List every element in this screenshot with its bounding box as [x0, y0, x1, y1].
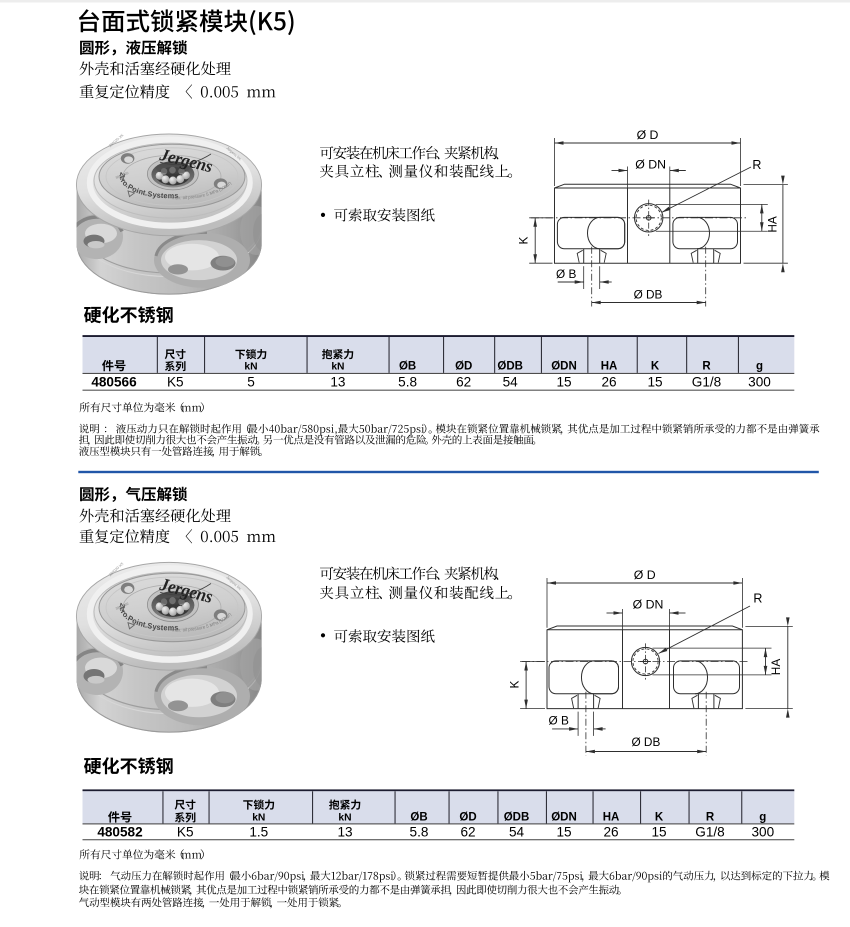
- svg-text:G1/8: G1/8: [692, 374, 721, 389]
- svg-text:15: 15: [647, 374, 662, 389]
- svg-text:ØDN: ØDN: [551, 360, 577, 372]
- svg-text:kN: kN: [338, 813, 351, 824]
- svg-text:K: K: [651, 360, 660, 372]
- svg-text:kN: kN: [331, 361, 344, 372]
- svg-text:ØDB: ØDB: [504, 812, 530, 824]
- svg-text:Ø B: Ø B: [549, 714, 569, 728]
- svg-text:5.8: 5.8: [398, 374, 417, 389]
- svg-text:15: 15: [556, 825, 571, 840]
- svg-text:ØD: ØD: [455, 360, 472, 372]
- svg-text:HA: HA: [769, 659, 783, 676]
- svg-text:HA: HA: [766, 216, 780, 233]
- svg-text:62: 62: [456, 374, 471, 389]
- svg-text:R: R: [702, 360, 711, 372]
- svg-text:1.5: 1.5: [249, 825, 268, 840]
- svg-text:26: 26: [603, 825, 618, 840]
- svg-text:R: R: [753, 591, 762, 605]
- svg-text:K5: K5: [177, 825, 194, 840]
- svg-text:54: 54: [509, 825, 525, 840]
- svg-text:300: 300: [748, 374, 771, 389]
- svg-text:Ø DN: Ø DN: [633, 597, 664, 611]
- svg-text:ØB: ØB: [399, 360, 416, 372]
- svg-text:Ø D: Ø D: [634, 568, 656, 582]
- svg-text:K: K: [655, 812, 664, 824]
- svg-text:300: 300: [751, 825, 774, 840]
- svg-text:ØB: ØB: [410, 812, 427, 824]
- svg-text:13: 13: [337, 825, 352, 840]
- svg-text:K: K: [507, 681, 521, 689]
- svg-text:HA: HA: [601, 360, 618, 372]
- svg-text:R: R: [752, 158, 761, 172]
- svg-text:480582: 480582: [97, 825, 143, 840]
- svg-text:kN: kN: [244, 361, 257, 372]
- svg-text:13: 13: [330, 374, 345, 389]
- svg-text:5.8: 5.8: [410, 825, 429, 840]
- svg-text:HA: HA: [603, 812, 620, 824]
- svg-text:g: g: [756, 360, 763, 372]
- svg-text:480566: 480566: [91, 374, 137, 389]
- svg-text:G1/8: G1/8: [695, 825, 724, 840]
- svg-text:26: 26: [601, 374, 616, 389]
- svg-text:ØDN: ØDN: [551, 812, 577, 824]
- svg-text:kN: kN: [252, 813, 265, 824]
- svg-text:g: g: [759, 812, 766, 824]
- svg-text:ØD: ØD: [459, 812, 476, 824]
- svg-text:Ø DB: Ø DB: [634, 287, 663, 301]
- svg-text:15: 15: [556, 374, 571, 389]
- svg-text:R: R: [706, 812, 715, 824]
- svg-text:62: 62: [460, 825, 475, 840]
- svg-text:Ø B: Ø B: [556, 267, 576, 281]
- svg-text:54: 54: [503, 374, 519, 389]
- svg-text:Ø DN: Ø DN: [635, 157, 666, 171]
- svg-text:K: K: [517, 236, 531, 244]
- svg-text:ØDB: ØDB: [497, 360, 523, 372]
- svg-text:5: 5: [247, 374, 255, 389]
- svg-text:15: 15: [651, 825, 666, 840]
- svg-text:K5: K5: [167, 374, 184, 389]
- svg-text:Ø D: Ø D: [637, 128, 659, 142]
- svg-text:Ø DB: Ø DB: [631, 735, 660, 749]
